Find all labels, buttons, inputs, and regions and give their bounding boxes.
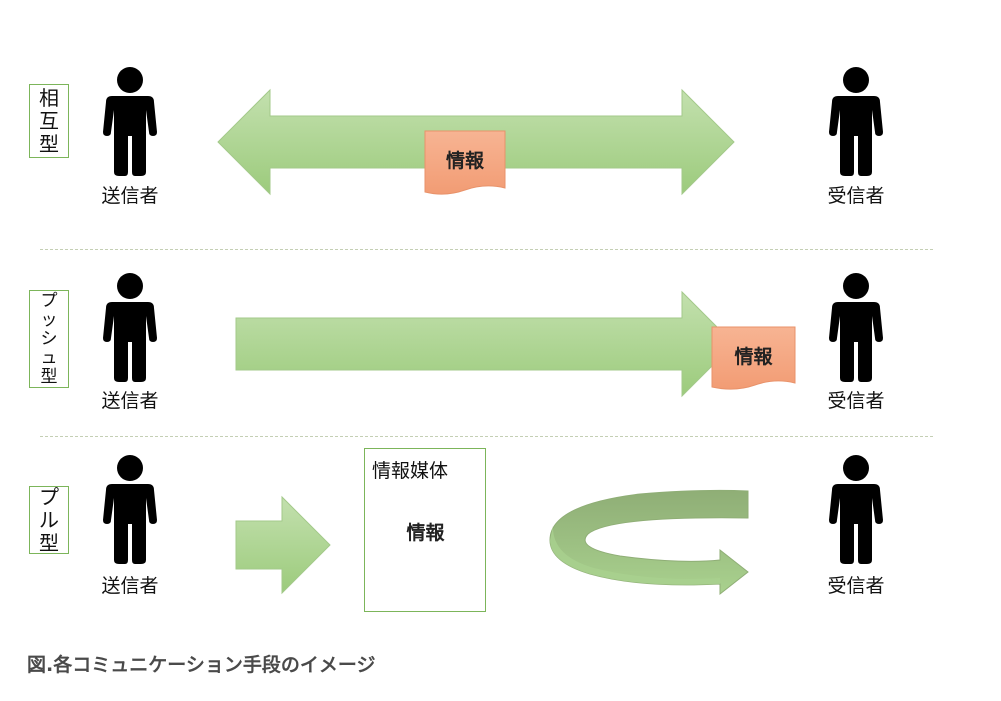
sender-person-icon [103,273,157,382]
divider [40,436,933,437]
sender-person-icon [103,67,157,176]
receiver-label: 受信者 [827,185,885,207]
receiver-label: 受信者 [827,575,885,597]
pull-arrow [235,495,331,595]
sender-label: 送信者 [101,575,159,597]
push-arrow [235,290,735,398]
type-label-push: プ ッ シ ュ 型 [29,290,69,388]
divider [40,249,933,250]
receiver-label: 受信者 [827,390,885,412]
sender-person-icon [103,455,157,564]
receiver-person-icon [829,273,883,382]
media-label: 情報媒体 [372,460,449,482]
sender-label: 送信者 [101,185,159,207]
document-icon [424,130,506,195]
figure-caption: 図.各コミュニケーション手段のイメージ [27,654,376,676]
media-box [364,448,486,612]
receiver-person-icon [829,455,883,564]
document-label: 情報 [406,522,445,544]
receiver-person-icon [829,67,883,176]
document-icon [711,326,796,390]
type-label-interactive: 相 互 型 [29,84,69,158]
type-label-pull: プ ル 型 [29,485,69,554]
sender-label: 送信者 [101,390,159,412]
document-label: 情報 [734,346,773,368]
document-label: 情報 [445,150,484,172]
